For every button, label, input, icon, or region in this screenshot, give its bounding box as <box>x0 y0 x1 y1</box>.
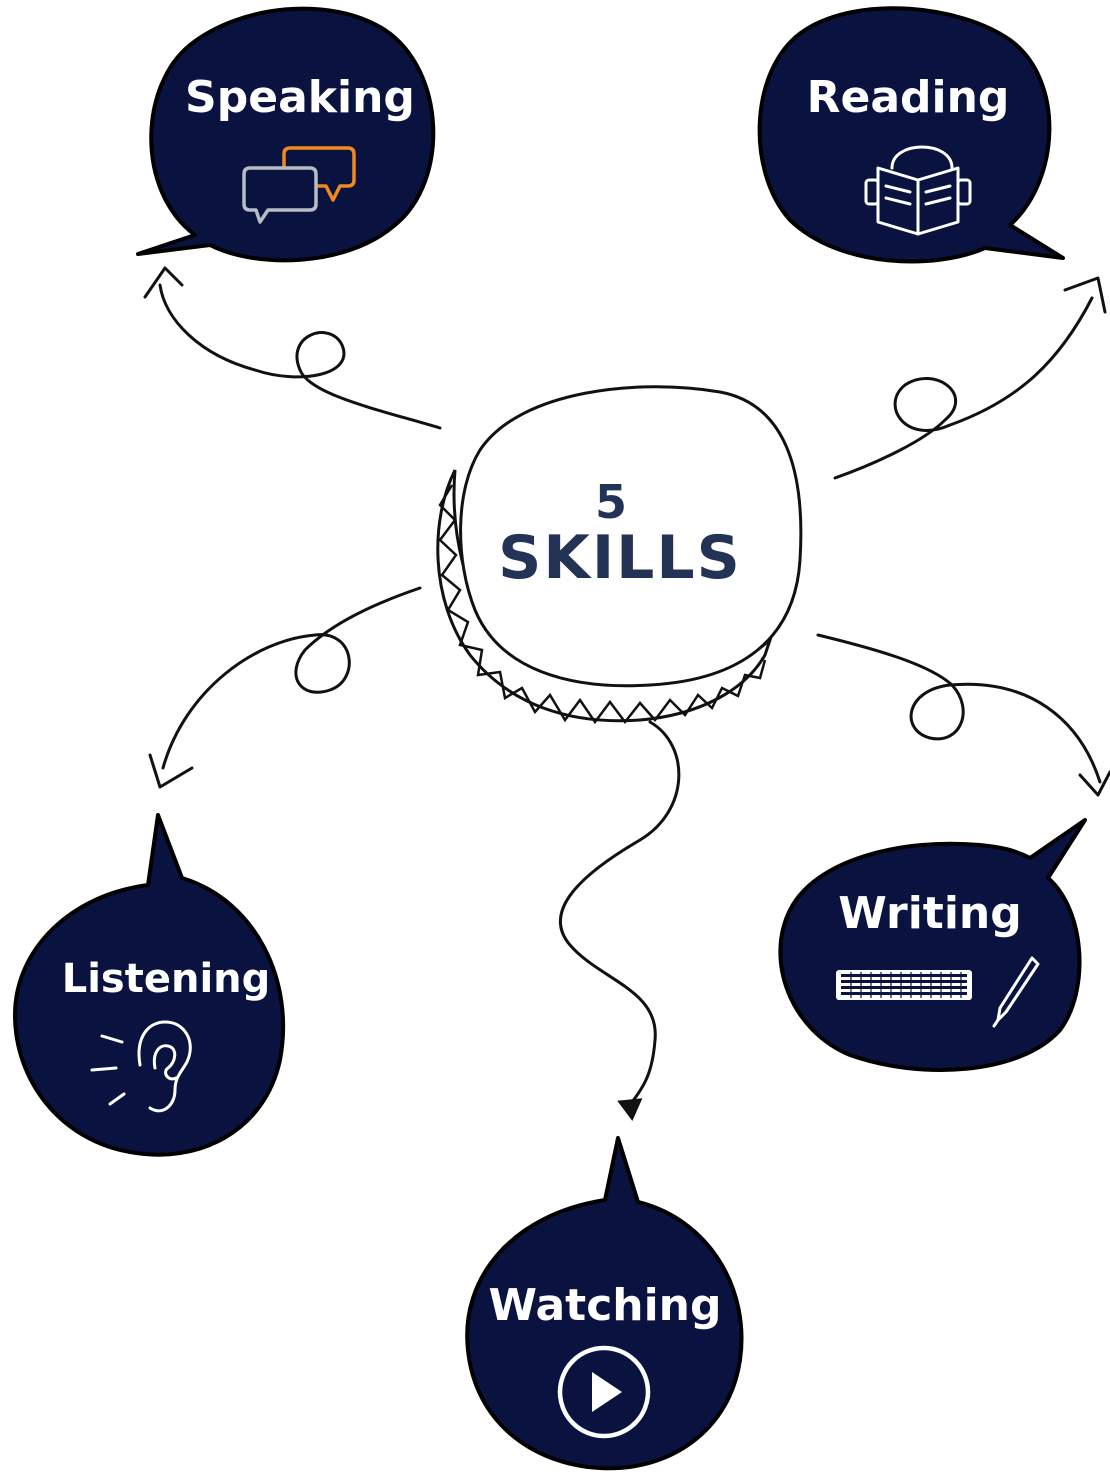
play-button-icon <box>557 1345 651 1439</box>
listening-label: Listening <box>62 956 271 1002</box>
connectors <box>143 266 1110 1121</box>
arrowhead-reading <box>1063 276 1107 314</box>
reading-bubble <box>757 6 1065 264</box>
reading-person-icon <box>864 145 972 236</box>
center-number: 5 <box>595 475 629 529</box>
arrow-to-speaking <box>158 283 442 430</box>
arrowhead-writing <box>1078 770 1110 797</box>
watching-bubble <box>465 1136 744 1471</box>
speaking-bubble <box>136 6 436 263</box>
center-title: SKILLS <box>498 523 742 593</box>
writing-bubble <box>778 818 1087 1072</box>
listening-bubble <box>13 813 286 1157</box>
skill-reading: Reading <box>757 6 1065 264</box>
arrow-to-listening <box>161 586 422 770</box>
arrowhead-listening <box>148 753 194 789</box>
watching-label: Watching <box>489 1280 722 1331</box>
arrow-to-watching <box>558 720 681 1110</box>
skill-watching: Watching <box>465 1136 744 1471</box>
arrow-to-reading <box>833 296 1094 480</box>
reading-label: Reading <box>807 72 1010 123</box>
skill-listening: Listening <box>13 813 286 1157</box>
speaking-label: Speaking <box>185 72 415 123</box>
writing-label: Writing <box>838 888 1021 939</box>
arrowhead-speaking <box>143 266 184 299</box>
arrow-to-writing <box>816 633 1102 784</box>
skill-writing: Writing <box>778 818 1087 1072</box>
keyboard-pen-icon <box>836 956 1040 1028</box>
coin-face <box>459 385 803 688</box>
arrowhead-watching <box>617 1098 643 1121</box>
center-coin: 5 SKILLS <box>436 385 803 725</box>
skill-speaking: Speaking <box>136 6 436 263</box>
coin-edge-zigzag <box>438 484 767 725</box>
ear-icon <box>90 1020 192 1113</box>
speech-bubbles-icon <box>242 146 356 224</box>
